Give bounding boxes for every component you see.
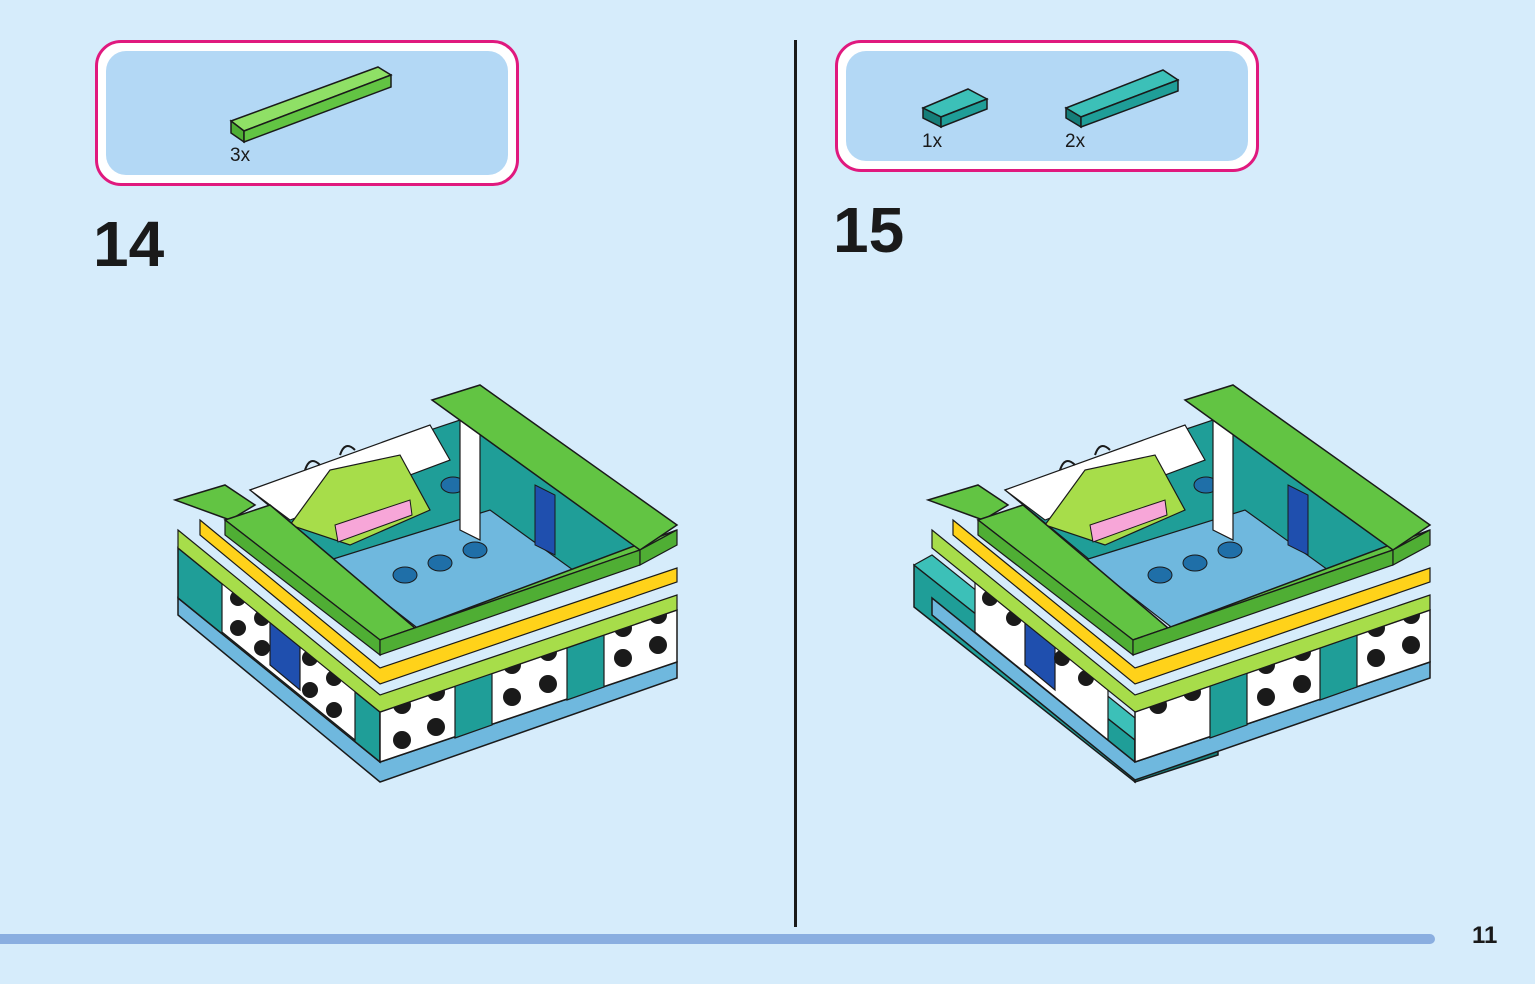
part-quantity: 1x <box>922 131 943 152</box>
teal-tile-1x4-icon <box>1064 69 1180 129</box>
parts-callout-step-15: 1x 2x <box>835 40 1259 172</box>
step-divider <box>794 40 797 927</box>
part-quantity: 2x <box>1065 131 1086 152</box>
parts-callout-inner <box>846 51 1248 161</box>
build-model-step-15 <box>912 384 1432 784</box>
build-model-step-14 <box>172 384 679 783</box>
green-tile-1x8-icon <box>229 66 393 144</box>
progress-bar <box>0 934 1435 944</box>
step-number: 15 <box>833 194 905 266</box>
page-number: 11 <box>1472 922 1498 949</box>
teal-tile-1x2-icon <box>921 88 989 129</box>
part-quantity: 3x <box>230 145 251 166</box>
parts-callout-step-14: 3x <box>95 40 519 186</box>
step-number: 14 <box>93 208 165 280</box>
